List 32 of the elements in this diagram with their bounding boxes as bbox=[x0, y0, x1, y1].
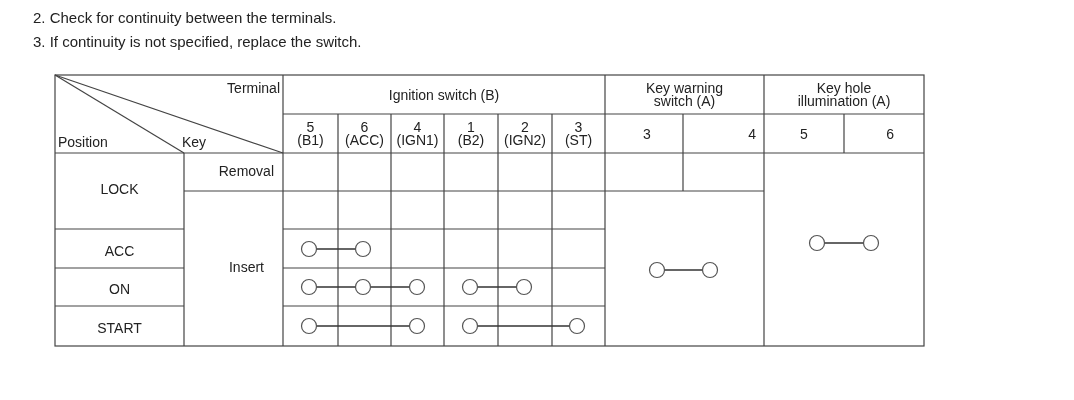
continuity-line bbox=[476, 325, 571, 327]
terminal-number: 6 bbox=[886, 126, 894, 141]
continuity-line bbox=[823, 242, 865, 244]
continuity-line bbox=[315, 248, 357, 250]
column-header: Key bbox=[182, 135, 207, 149]
continuity-line bbox=[476, 286, 518, 288]
terminal-number: 5 bbox=[800, 126, 808, 141]
row-header: ON bbox=[109, 282, 130, 296]
column-header: Key hole illumination (A) bbox=[796, 81, 892, 108]
terminal-number: 5 (B1) bbox=[297, 120, 324, 147]
terminal-number: 4 (IGN1) bbox=[396, 120, 439, 147]
terminal-number: 1 (B2) bbox=[457, 120, 485, 147]
terminal-number: 2 (IGN2) bbox=[504, 120, 546, 147]
instruction-text: 2. Check for continuity between the terminals. bbox=[33, 11, 337, 25]
terminal-number: 3 bbox=[643, 126, 651, 141]
terminal-number: 3 (ST) bbox=[564, 120, 593, 147]
continuity-line bbox=[315, 286, 357, 288]
column-header: Ignition switch (B) bbox=[388, 87, 500, 102]
terminal-number: 6 (ACC) bbox=[345, 120, 384, 147]
row-header: Insert bbox=[229, 260, 264, 274]
row-header: START bbox=[97, 321, 142, 335]
column-header: Terminal bbox=[227, 81, 280, 95]
continuity-line bbox=[663, 269, 704, 271]
row-header: ACC bbox=[104, 244, 135, 258]
row-header: LOCK bbox=[100, 182, 139, 196]
terminal-number: 4 bbox=[748, 126, 756, 141]
continuity-line bbox=[369, 286, 411, 288]
column-header: Key warning switch (A) bbox=[644, 81, 724, 108]
row-header: Removal bbox=[218, 164, 274, 178]
continuity-line bbox=[315, 325, 411, 327]
instruction-text: 3. If continuity is not specified, replace the switch. bbox=[33, 35, 362, 49]
row-header: Position bbox=[58, 135, 108, 149]
